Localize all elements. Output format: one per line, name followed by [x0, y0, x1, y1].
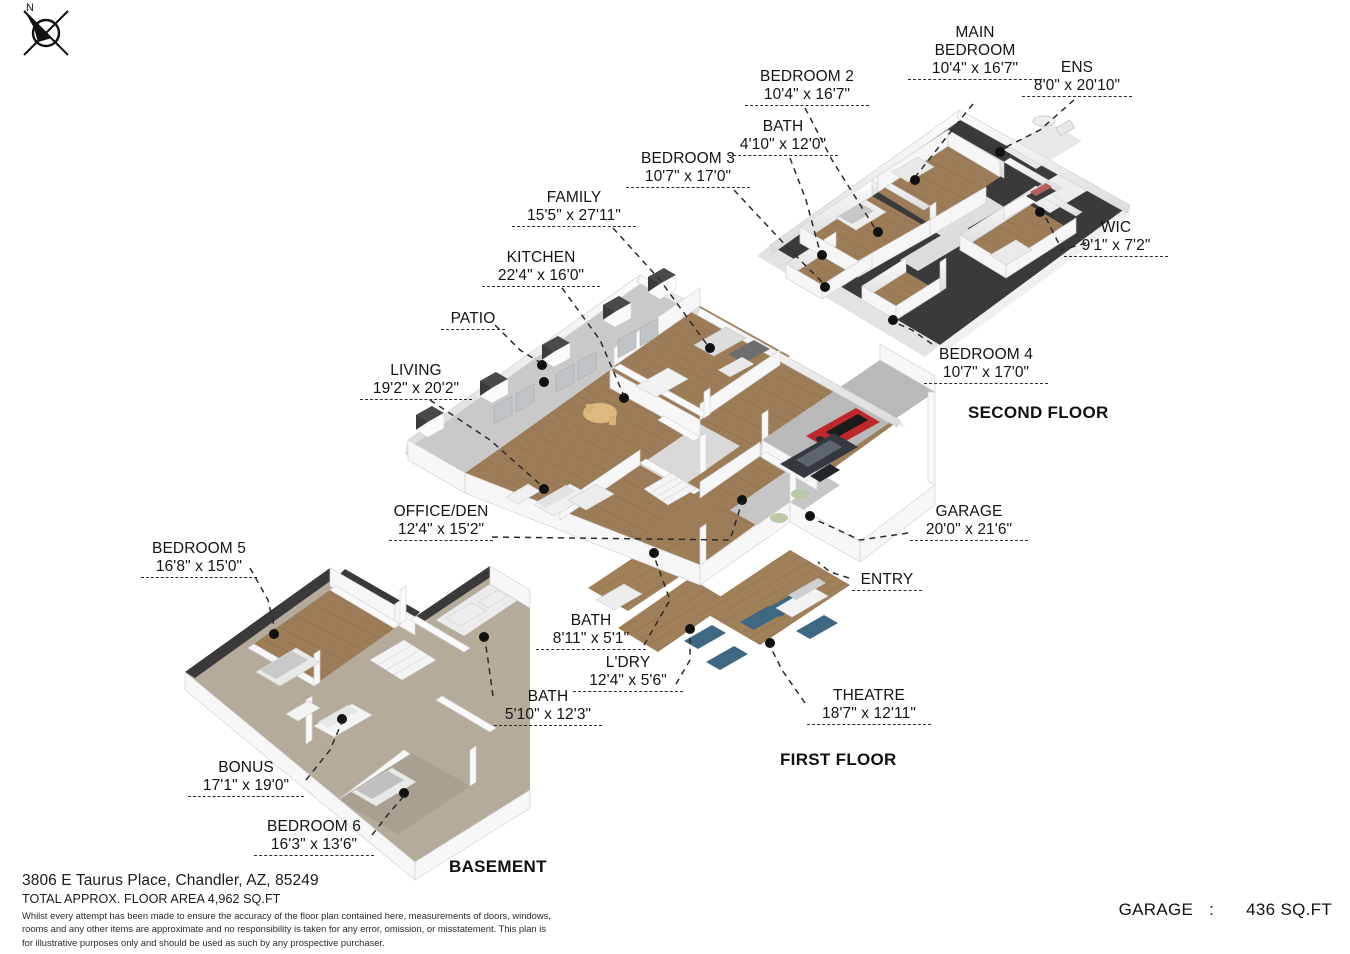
room-label-family: FAMILY 15'5" x 27'11"	[512, 189, 636, 227]
room-name: LIVING	[390, 362, 442, 379]
room-name-2: BEDROOM	[934, 41, 1016, 59]
disclaimer-text: Whilst every attempt has been made to en…	[22, 910, 551, 948]
room-name: BATH	[527, 688, 569, 705]
room-dimensions: 16'3" x 13'6"	[254, 836, 374, 856]
room-name: BONUS	[218, 759, 274, 776]
footer-block: 3806 E Taurus Place, Chandler, AZ, 85249…	[22, 872, 552, 949]
room-dimensions: 10'4" x 16'7"	[745, 86, 869, 106]
room-label-entry: ENTRY	[852, 571, 922, 591]
total-floor-area: TOTAL APPROX. FLOOR AREA 4,962 SQ.FT	[22, 892, 281, 906]
room-dimensions: 5'10" x 12'3"	[494, 706, 602, 726]
floor-name-first-floor: FIRST FLOOR	[780, 750, 897, 769]
room-label-bonus: BONUS 17'1" x 19'0"	[188, 759, 304, 797]
room-label-bedroom-6: BEDROOM 6 16'3" x 13'6"	[254, 818, 374, 856]
room-label-garage: GARAGE 20'0" x 21'6"	[910, 503, 1028, 541]
room-name: ENS	[1060, 59, 1094, 76]
room-name: BEDROOM 2	[760, 68, 854, 85]
north-arrow-compass-icon: N	[10, 2, 80, 64]
room-label-bedroom-4: BEDROOM 4 10'7" x 17'0"	[924, 346, 1048, 384]
room-dimensions: 12'4" x 5'6"	[573, 672, 683, 692]
room-name: BATH	[762, 118, 804, 135]
garage-area-label: GARAGE	[1118, 900, 1194, 919]
room-name: GARAGE	[935, 503, 1003, 520]
room-dimensions: 8'11" x 5'1"	[536, 630, 646, 650]
room-dimensions: 16'8" x 15'0"	[141, 558, 257, 578]
room-name: FAMILY	[546, 189, 602, 206]
room-name: BEDROOM 4	[939, 346, 1033, 363]
room-dimensions: 10'4" x 16'7"	[908, 60, 1042, 80]
room-label-bedroom-5: BEDROOM 5 16'8" x 15'0"	[141, 540, 257, 578]
room-dimensions: 15'5" x 27'11"	[512, 207, 636, 227]
room-dimensions: 20'0" x 21'6"	[910, 521, 1028, 541]
property-address: 3806 E Taurus Place, Chandler, AZ, 85249	[22, 872, 319, 889]
room-label-living: LIVING 19'2" x 20'2"	[360, 362, 472, 400]
room-label-patio: PATIO	[441, 310, 505, 330]
compass-north-label: N	[26, 2, 34, 14]
room-dimensions: 17'1" x 19'0"	[188, 777, 304, 797]
room-dimensions: 9'1" x 7'2"	[1064, 237, 1168, 257]
room-label-office-den: OFFICE/DEN 12'4" x 15'2"	[389, 503, 493, 541]
room-label-kitchen: KITCHEN 22'4" x 16'0"	[482, 249, 600, 287]
room-label-bedroom-2: BEDROOM 2 10'4" x 16'7"	[745, 68, 869, 106]
room-name: BEDROOM 6	[267, 818, 361, 835]
floor-name-second-floor: SECOND FLOOR	[968, 403, 1109, 422]
room-name: MAIN	[955, 24, 995, 41]
room-label-ens: ENS 8'0" x 20'10"	[1022, 59, 1132, 97]
room-dimensions: 22'4" x 16'0"	[482, 267, 600, 287]
garage-area-summary: GARAGE: 436 SQ.FT	[1119, 900, 1332, 920]
garage-area-separator: :	[1209, 900, 1215, 919]
floor-name-basement: BASEMENT	[449, 857, 547, 876]
garage-area-value: 436 SQ.FT	[1246, 900, 1332, 919]
room-dimensions: 18'7" x 12'11"	[807, 705, 931, 725]
room-dimensions: 10'7" x 17'0"	[626, 168, 750, 188]
room-name: WIC	[1100, 219, 1132, 236]
room-dimensions: 19'2" x 20'2"	[360, 380, 472, 400]
room-name: KITCHEN	[506, 249, 576, 266]
room-dimensions: 8'0" x 20'10"	[1022, 77, 1132, 97]
room-dimensions: 12'4" x 15'2"	[389, 521, 493, 541]
room-label-bath-first-floor: BATH 8'11" x 5'1"	[536, 612, 646, 650]
room-name: PATIO	[441, 310, 505, 330]
room-dimensions: 10'7" x 17'0"	[924, 364, 1048, 384]
room-name: OFFICE/DEN	[393, 503, 489, 520]
room-label-theatre: THEATRE 18'7" x 12'11"	[807, 687, 931, 725]
room-name: ENTRY	[852, 571, 922, 591]
room-name: BEDROOM 5	[152, 540, 246, 557]
room-label-main-bedroom: MAIN BEDROOM 10'4" x 16'7"	[908, 24, 1042, 80]
room-label-wic: WIC 9'1" x 7'2"	[1064, 219, 1168, 257]
room-name: THEATRE	[833, 687, 905, 704]
room-label-bath-basement: BATH 5'10" x 12'3"	[494, 688, 602, 726]
room-name: BATH	[570, 612, 612, 629]
room-label-laundry: L'DRY 12'4" x 5'6"	[573, 654, 683, 692]
room-name: L'DRY	[605, 654, 651, 671]
room-label-bedroom-3: BEDROOM 3 10'7" x 17'0"	[626, 150, 750, 188]
room-name: BEDROOM 3	[641, 150, 735, 167]
